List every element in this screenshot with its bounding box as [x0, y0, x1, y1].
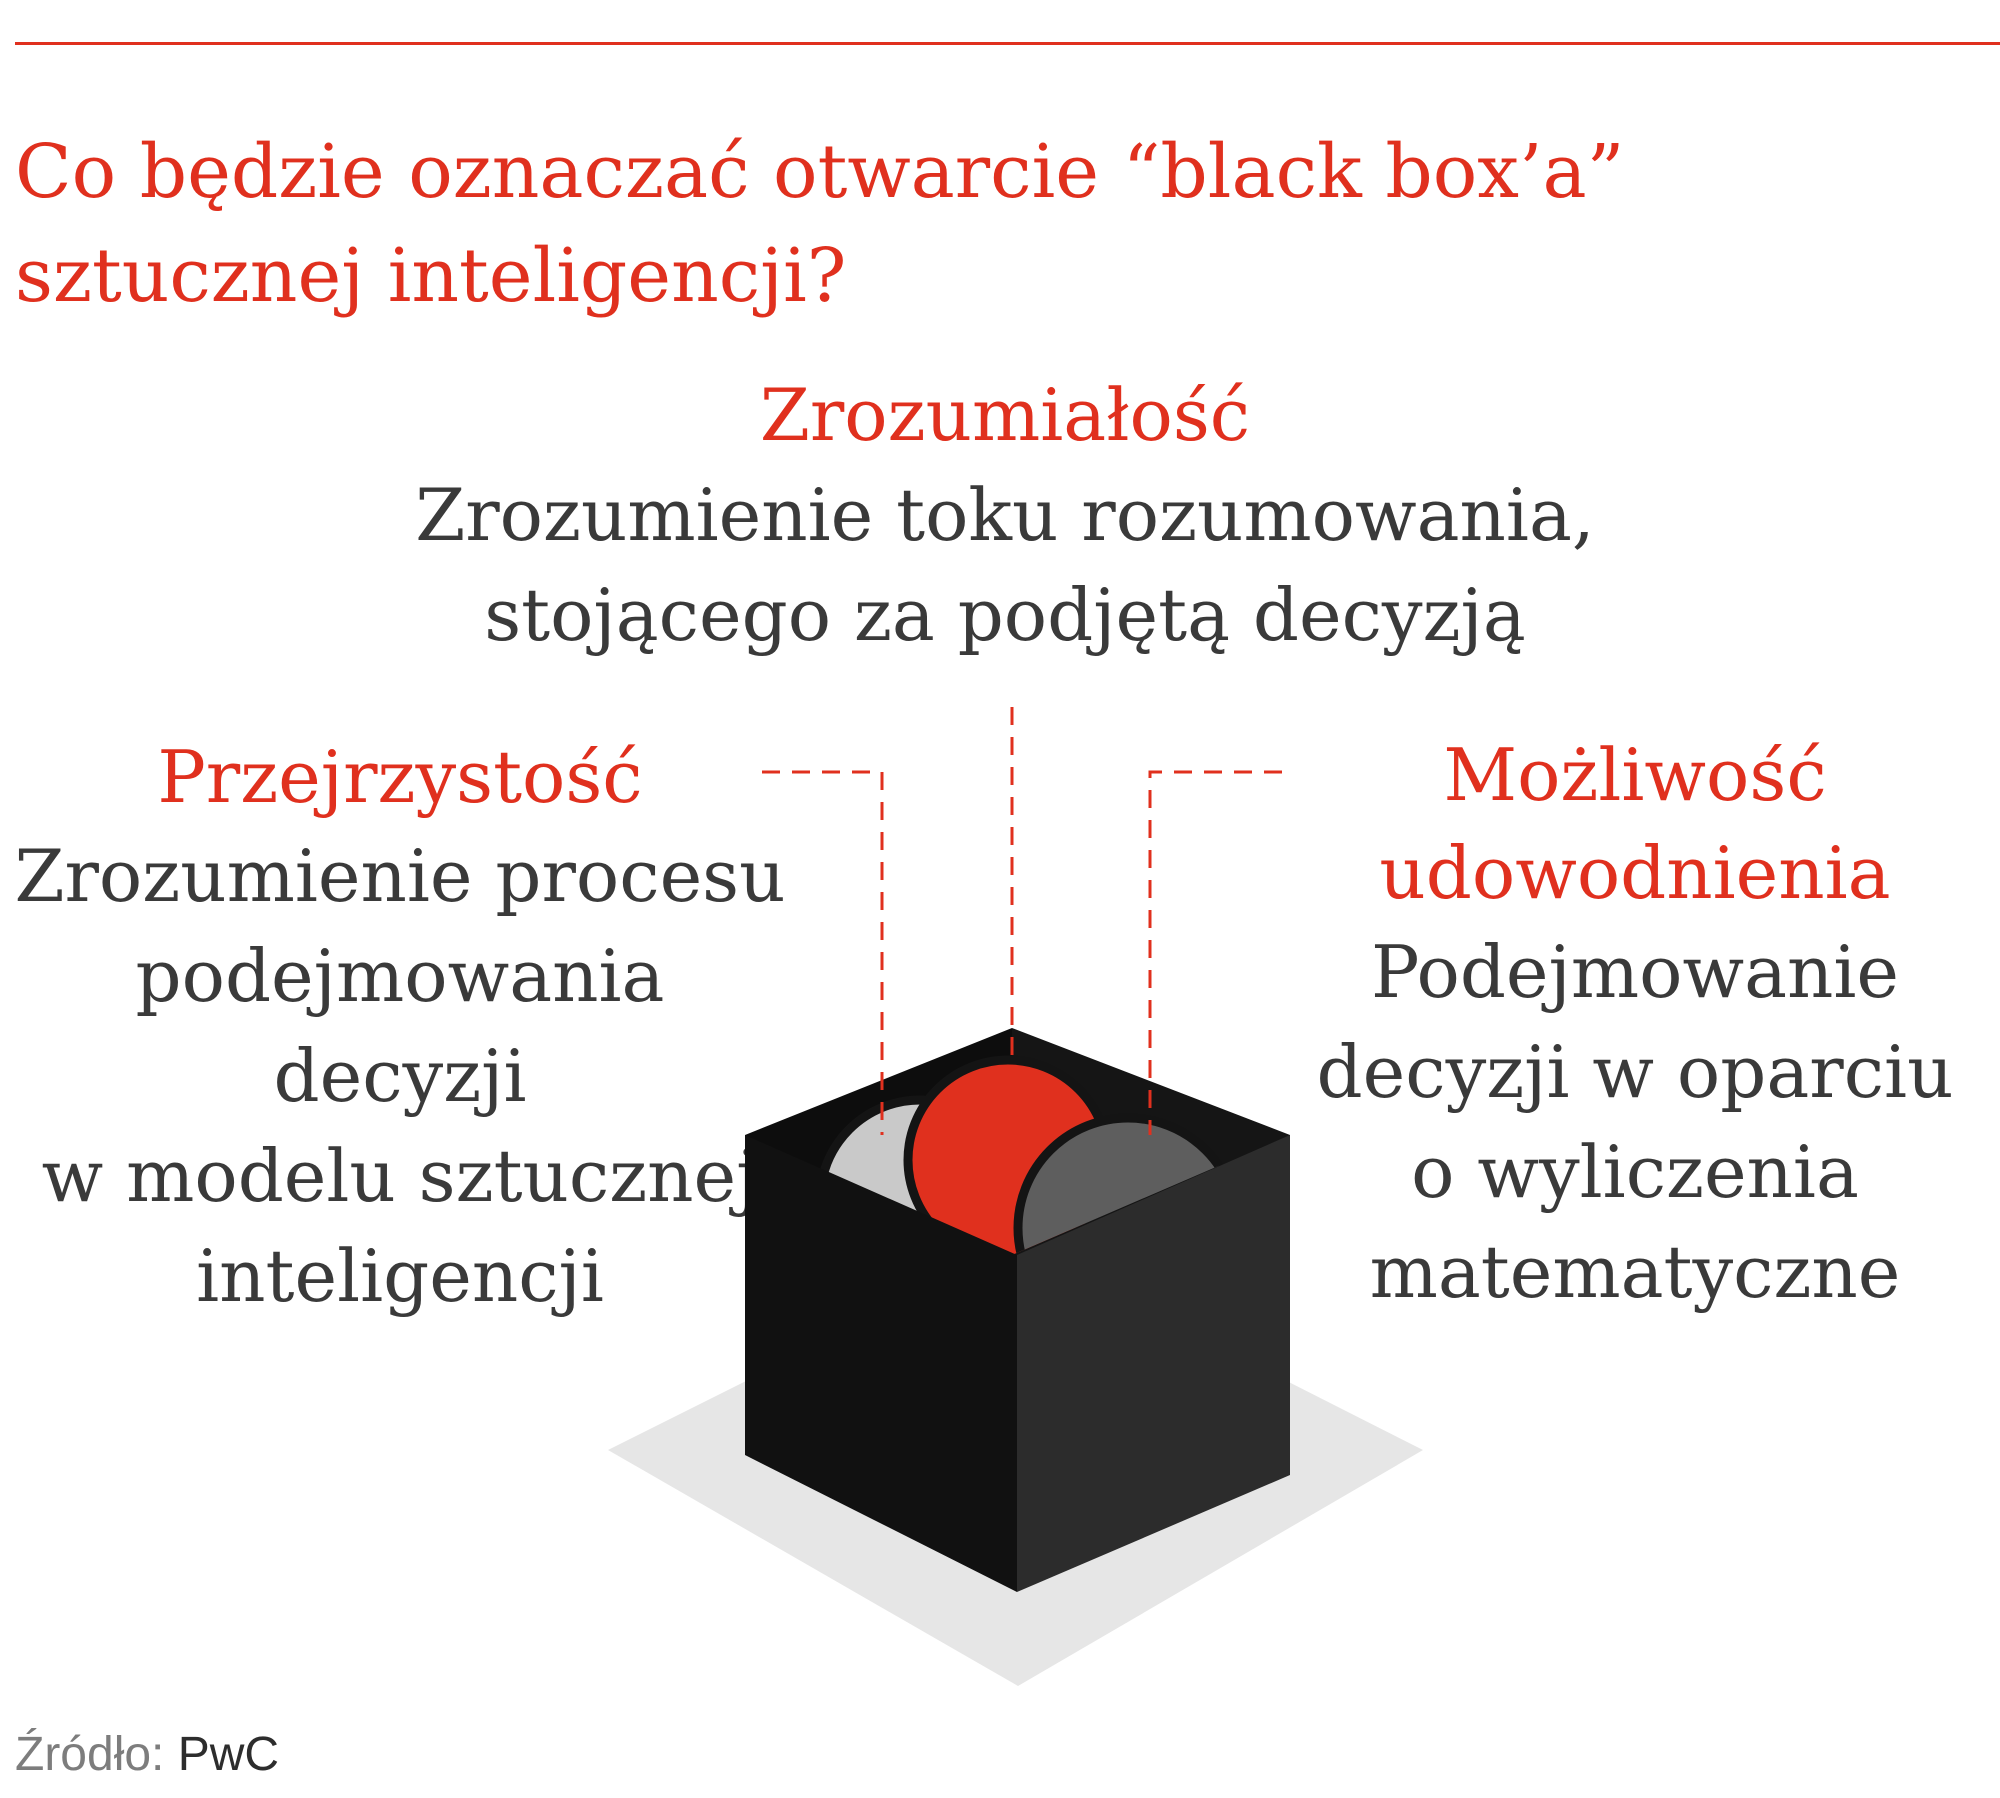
- leader-line-right: [1148, 770, 1282, 1135]
- concept-heading: Przejrzystość: [157, 735, 643, 819]
- concept-comprehensibility: Zrozumiałość Zrozumienie toku rozumowani…: [340, 365, 1670, 665]
- page-title: Co będzie oznaczać otwarcie “black box’a…: [15, 120, 1915, 328]
- title-line-1: Co będzie oznaczać otwarcie “black box’a…: [15, 128, 1625, 215]
- source-value: PwC: [177, 1728, 280, 1781]
- concept-provability: Możliwość udowodnienia Podejmowanie decy…: [1270, 726, 2000, 1322]
- concept-heading: Zrozumiałość: [759, 373, 1251, 457]
- concept-description-line: matematyczne: [1369, 1230, 1901, 1314]
- concept-description-line: stojącego za podjętą decyzją: [484, 573, 1526, 657]
- source-note: Źródło: PwC: [15, 1725, 279, 1785]
- concept-description-line: decyzji w oparciu: [1316, 1030, 1954, 1114]
- concept-heading: Możliwość: [1443, 733, 1827, 817]
- concept-description-line: w modelu sztucznej: [41, 1134, 759, 1218]
- leader-line-left: [762, 770, 884, 1135]
- concept-heading: udowodnienia: [1379, 831, 1891, 915]
- concept-description-line: Zrozumienie procesu: [14, 834, 786, 918]
- box-right-face: [1017, 1135, 1290, 1592]
- concept-description-line: podejmowania decyzji: [135, 934, 665, 1118]
- title-line-2: sztucznej inteligencji?: [15, 232, 847, 319]
- concept-transparency: Przejrzystość Zrozumienie procesu podejm…: [0, 728, 800, 1326]
- concept-description-line: Podejmowanie: [1370, 930, 1900, 1014]
- top-rule: [15, 42, 2000, 45]
- leader-lines: [762, 707, 1282, 1135]
- source-label: Źródło:: [15, 1728, 165, 1781]
- concept-description-line: o wyliczenia: [1411, 1130, 1859, 1214]
- box-left-face: [745, 1135, 1017, 1592]
- concept-description-line: inteligencji: [196, 1234, 604, 1318]
- concept-description-line: Zrozumienie toku rozumowania,: [415, 473, 1595, 557]
